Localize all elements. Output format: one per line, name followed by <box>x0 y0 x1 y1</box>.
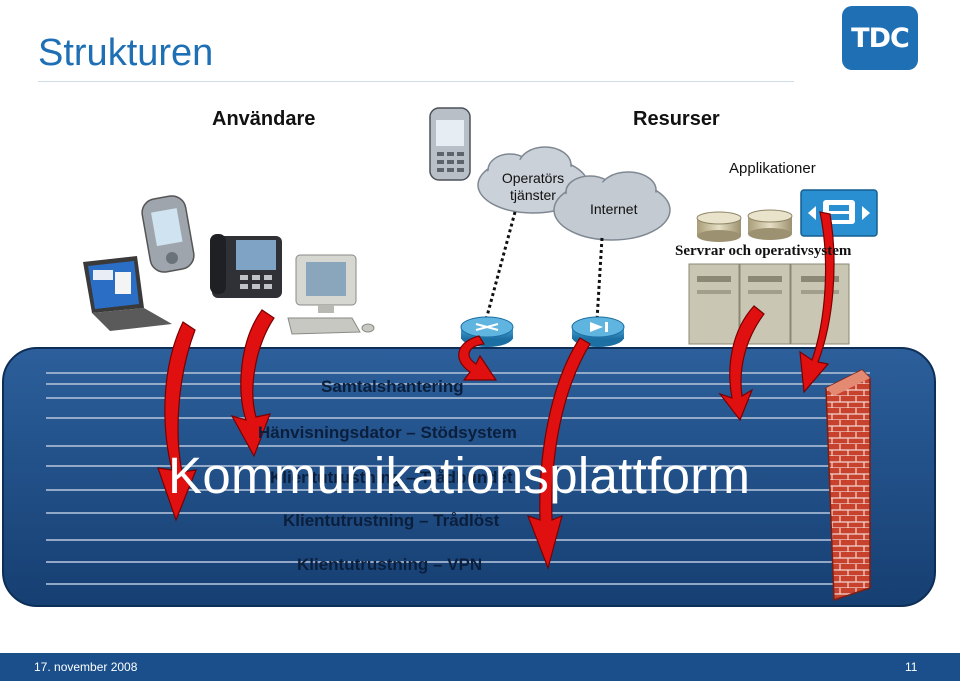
call-manager-icon <box>800 189 878 237</box>
operator-services-label: Operatörs tjänster <box>501 170 565 203</box>
tdc-logo: TDC <box>842 6 918 70</box>
arrow-icon <box>718 305 765 422</box>
arrow-icon <box>458 335 498 381</box>
layer-client-vpn: Klientutrustning – VPN <box>297 555 483 574</box>
layer-directory-support: Hänvisningsdator – Stödsystem <box>258 423 517 442</box>
layer-client-wired: Klientutrustning – Trådbundet <box>270 468 513 487</box>
ip-phone-icon <box>210 234 282 298</box>
arrow-icon <box>799 211 835 394</box>
footer-bar <box>0 653 960 681</box>
desktop-computer-icon <box>287 254 375 335</box>
pda-icon <box>141 195 195 273</box>
servers-label: Servrar och operativsystem <box>675 243 852 259</box>
firewall-icon <box>825 369 871 602</box>
red-arrows <box>157 211 835 570</box>
laptop-icon <box>83 256 172 331</box>
database-icon <box>747 209 793 240</box>
resources-heading: Resurser <box>633 108 720 130</box>
internet-label: Internet <box>590 201 638 217</box>
layer-call-handling: Samtalshantering <box>321 377 464 396</box>
mobile-phone-icon <box>429 107 471 181</box>
platform-title: Kommunikationsplattform <box>168 447 751 504</box>
footer-date: 17. november 2008 <box>34 660 138 674</box>
applications-label: Applikationer <box>729 160 816 177</box>
arrow-icon <box>157 321 197 522</box>
page-number: 11 <box>905 660 918 674</box>
server-rack-icon <box>688 263 740 345</box>
title-divider <box>38 81 794 82</box>
database-icon <box>696 211 742 242</box>
users-heading: Användare <box>212 108 316 130</box>
network-links <box>484 211 604 321</box>
router-icon <box>460 316 514 347</box>
slide-title: Strukturen <box>38 32 214 74</box>
internet-cloud <box>553 171 671 241</box>
layer-client-wireless: Klientutrustning – Trådlöst <box>283 511 500 530</box>
arrow-icon <box>526 337 591 570</box>
arrow-icon <box>230 309 275 458</box>
